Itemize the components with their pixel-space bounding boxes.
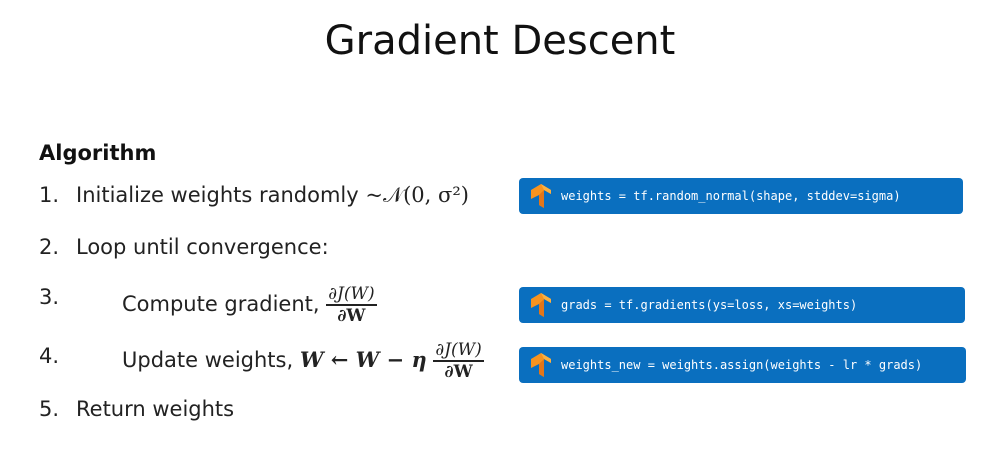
gradient-fraction: ∂J(W) ∂W — [433, 340, 484, 382]
tensorflow-logo-icon — [531, 184, 551, 208]
tensorflow-logo-icon — [531, 353, 551, 377]
step-text: Update weights, — [122, 348, 294, 372]
step-text: Initialize weights randomly — [76, 183, 359, 207]
step-number: 2. — [39, 235, 60, 259]
code-box-gradients: grads = tf.gradients(ys=loss, xs=weights… — [519, 287, 965, 323]
section-heading: Algorithm — [39, 141, 157, 165]
step-number: 3. — [39, 285, 60, 309]
step-3: Compute gradient, ∂J(W) ∂W — [122, 284, 377, 326]
step-4: Update weights, W ← W − η ∂J(W) ∂W — [122, 340, 484, 382]
step-text: Compute gradient, — [122, 292, 320, 316]
step-text: Loop until convergence: — [76, 235, 329, 259]
update-rule-math: W ← W − η — [299, 347, 427, 372]
step-number: 1. — [39, 183, 60, 207]
normal-distribution-math: ~𝒩(0, σ²) — [365, 183, 469, 207]
step-1: Initialize weights randomly ~𝒩(0, σ²) — [76, 183, 469, 208]
code-text: weights = tf.random_normal(shape, stddev… — [561, 189, 901, 203]
step-number: 4. — [39, 344, 60, 368]
step-text: Return weights — [76, 397, 235, 421]
code-text: weights_new = weights.assign(weights - l… — [561, 358, 923, 372]
tensorflow-logo-icon — [531, 293, 551, 317]
code-text: grads = tf.gradients(ys=loss, xs=weights… — [561, 298, 858, 312]
step-5: Return weights — [76, 397, 234, 421]
code-box-init: weights = tf.random_normal(shape, stddev… — [519, 178, 963, 214]
step-number: 5. — [39, 397, 60, 421]
slide-title: Gradient Descent — [324, 18, 676, 64]
code-box-update: weights_new = weights.assign(weights - l… — [519, 347, 966, 383]
step-2: Loop until convergence: — [76, 235, 329, 259]
gradient-fraction: ∂J(W) ∂W — [326, 284, 377, 326]
